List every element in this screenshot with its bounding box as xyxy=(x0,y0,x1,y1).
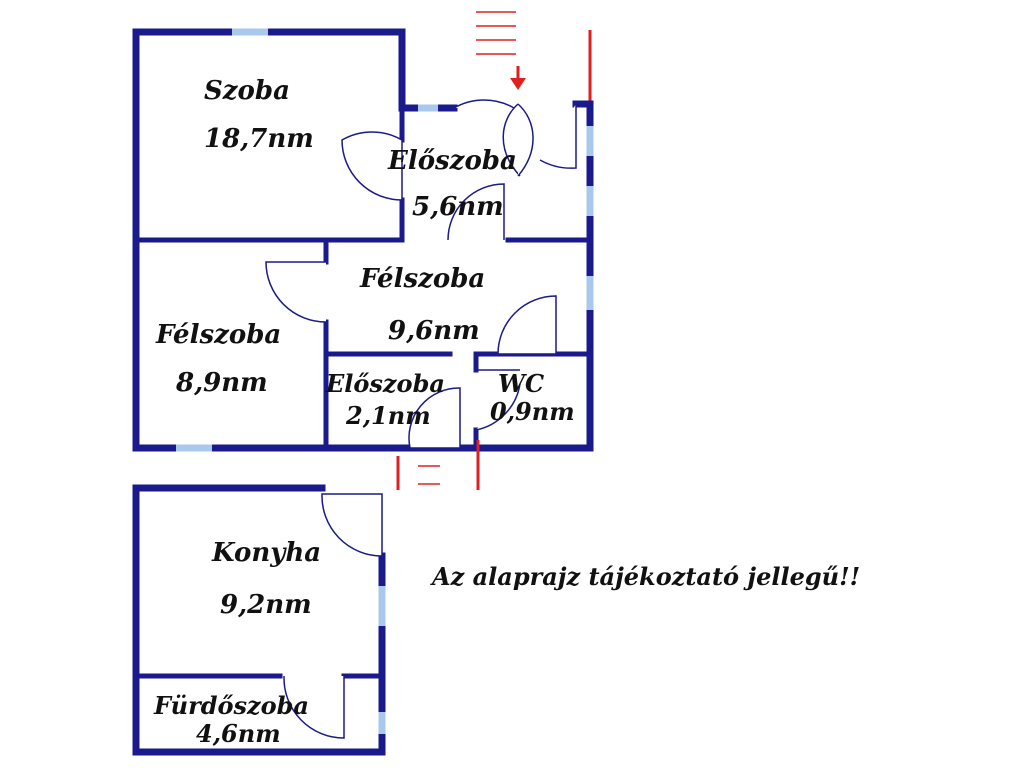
room-name-konyha: Konyha xyxy=(212,538,322,568)
room-area-wc: 0,9nm xyxy=(490,397,575,426)
room-area-eloszoba2: 2,1nm xyxy=(346,401,431,430)
room-name-szoba: Szoba xyxy=(204,76,290,106)
lower-walls xyxy=(132,484,386,756)
entrance-marker-top xyxy=(476,11,592,104)
upper-doors xyxy=(265,99,577,449)
entrance-marker-bottom xyxy=(396,440,480,490)
lower-doors xyxy=(283,493,383,739)
room-area-felszoba1: 9,6nm xyxy=(388,316,480,346)
room-name-felszoba1: Félszoba xyxy=(360,264,486,294)
room-area-konyha: 9,2nm xyxy=(220,590,312,620)
upper-windows xyxy=(176,28,594,452)
room-name-furdoszoba: Fürdőszoba xyxy=(154,691,309,720)
room-name-eloszoba2: Előszoba xyxy=(326,369,445,398)
disclaimer-note: Az alaprajz tájékoztató jellegű!! xyxy=(432,562,861,591)
room-name-eloszoba1: Előszoba xyxy=(388,146,517,176)
room-area-furdoszoba: 4,6nm xyxy=(196,719,281,748)
room-name-felszoba2: Félszoba xyxy=(156,320,282,350)
room-name-wc: WC xyxy=(498,369,545,398)
room-area-felszoba2: 8,9nm xyxy=(176,368,268,398)
room-area-eloszoba1: 5,6nm xyxy=(412,192,504,222)
room-area-szoba: 18,7nm xyxy=(204,124,314,154)
